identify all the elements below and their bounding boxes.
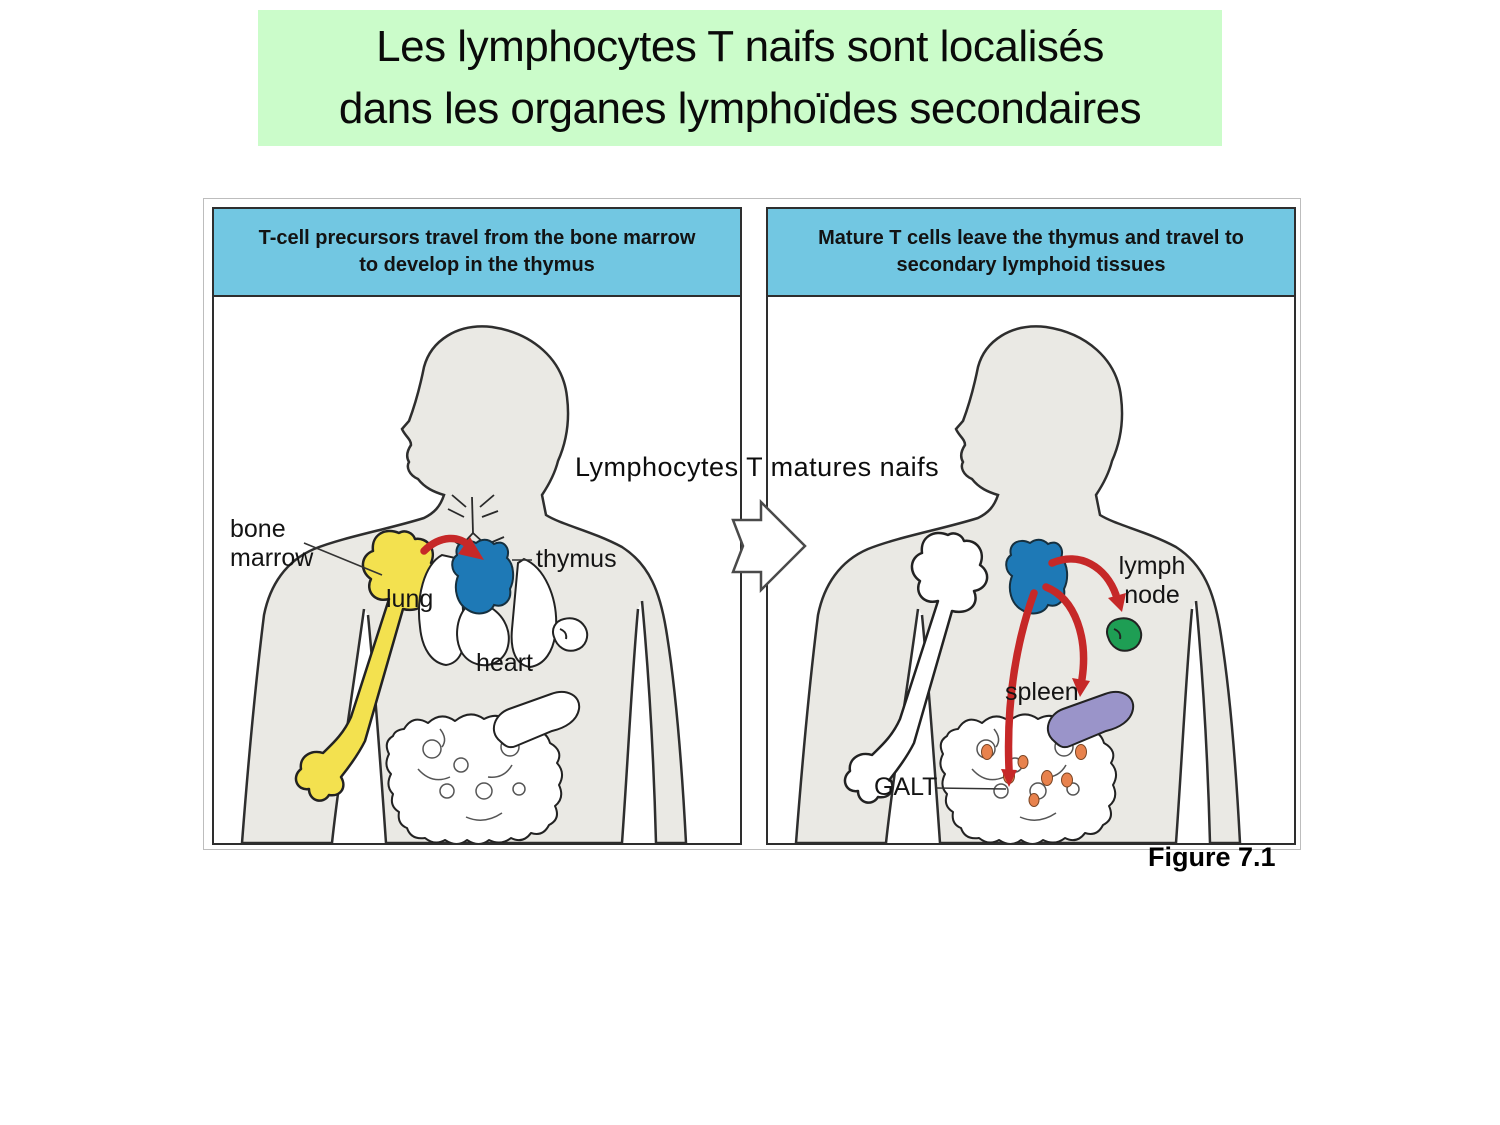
slide-title-line1: Les lymphocytes T naifs sont localisés — [376, 22, 1104, 71]
thymus-to-galt-arrow-icon — [1001, 589, 1038, 787]
figure-7-1: T-cell precursors travel from the bone m… — [203, 198, 1301, 850]
thymus-label: thymus — [536, 545, 617, 573]
spleen-label: spleen — [1005, 678, 1079, 706]
lymph-node-outline — [552, 617, 589, 652]
bone-marrow-label: bone marrow — [230, 515, 314, 572]
slide-title-line2: dans les organes lymphoïdes secondaires — [338, 84, 1142, 133]
left-body-drawing — [240, 325, 688, 843]
lymph-node-organ — [1106, 617, 1143, 652]
lungs-and-heart — [418, 553, 558, 669]
label-leader-lines — [303, 542, 532, 576]
galt-leader-line — [935, 787, 1007, 790]
right-panel: Mature T cells leave the thymus and trav… — [766, 207, 1296, 845]
thymus-to-spleen-arrow-icon — [1042, 583, 1090, 697]
left-panel-header: T-cell precursors travel from the bone m… — [214, 209, 740, 297]
right-body-drawing — [794, 325, 1242, 843]
middle-annotation: Lymphocytes T matures naifs — [575, 452, 940, 482]
right-panel-body: lymph node spleen GALT — [768, 297, 1294, 843]
left-panel-body: bone marrow lung thymus heart — [214, 297, 740, 843]
thymus-organ — [1005, 538, 1069, 615]
bone-to-thymus-arrow-icon — [420, 534, 484, 560]
right-panel-header-line1: Mature T cells leave the thymus and trav… — [818, 227, 1244, 249]
thymus-to-lymph-node-arrow-icon — [1048, 555, 1126, 612]
lymph-node-label: lymph node — [1118, 552, 1186, 609]
left-panel: T-cell precursors travel from the bone m… — [212, 207, 742, 845]
lung-label: lung — [386, 585, 434, 613]
right-panel-header-line2: secondary lymphoid tissues — [896, 254, 1166, 276]
galt-label: GALT — [874, 773, 938, 801]
figure-caption: Figure 7.1 — [1148, 842, 1276, 872]
right-panel-header: Mature T cells leave the thymus and trav… — [768, 209, 1294, 297]
heart-label: heart — [476, 649, 533, 677]
left-panel-header-line1: T-cell precursors travel from the bone m… — [258, 227, 696, 249]
left-panel-header-line2: to develop in the thymus — [359, 254, 595, 276]
slide-title: Les lymphocytes T naifs sont localisés d… — [258, 10, 1222, 146]
right-block-arrow-icon — [731, 498, 807, 594]
